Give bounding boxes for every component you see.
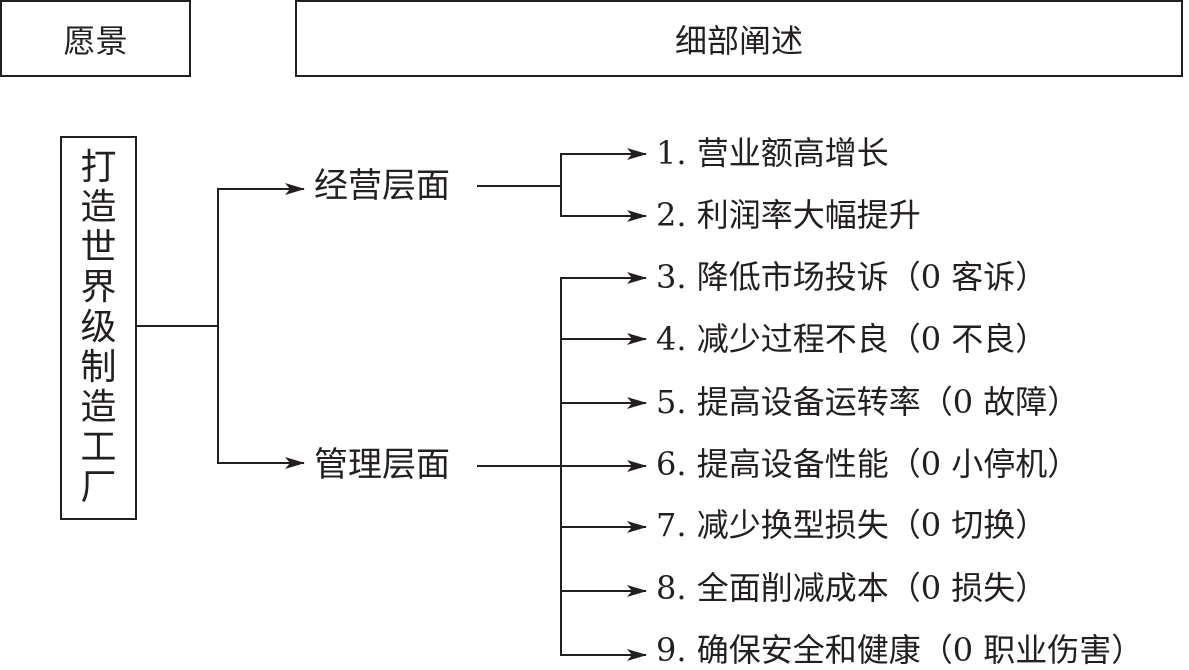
vision-char: 级 [80, 307, 117, 348]
goal-item: 4. 减少过程不良（0 不良） [656, 320, 1048, 358]
goal-item: 1. 营业额高增长 [656, 134, 889, 172]
vision-char: 造 [80, 187, 117, 228]
vision-box: 打 造 世 界 级 制 造 工 厂 [60, 136, 137, 520]
goal-item: 3. 降低市场投诉（0 客诉） [656, 258, 1048, 296]
vision-char: 打 [80, 147, 117, 188]
branch-label-management: 管理层面 [314, 445, 450, 485]
vision-char: 世 [80, 227, 117, 268]
detail-header-box: 细部阐述 [295, 0, 1183, 77]
vision-char: 界 [80, 267, 117, 308]
vision-header-label: 愿景 [63, 21, 128, 60]
goal-item: 7. 减少换型损失（0 切换） [656, 506, 1048, 544]
goal-item: 6. 提高设备性能（0 小停机） [656, 445, 1080, 483]
detail-header-label: 细部阐述 [674, 21, 803, 60]
branch-label-business: 经营层面 [314, 166, 450, 206]
vision-char: 制 [80, 347, 117, 388]
vision-header-box: 愿景 [0, 0, 191, 77]
vision-char: 厂 [80, 467, 117, 508]
vision-char: 工 [80, 427, 117, 468]
goal-item: 2. 利润率大幅提升 [656, 196, 921, 234]
goal-item: 5. 提高设备运转率（0 故障） [656, 383, 1080, 421]
goal-item: 9. 确保安全和健康（0 职业伤害） [656, 631, 1144, 669]
goal-item: 8. 全面削减成本（0 损失） [656, 569, 1048, 607]
vision-char: 造 [80, 387, 117, 428]
